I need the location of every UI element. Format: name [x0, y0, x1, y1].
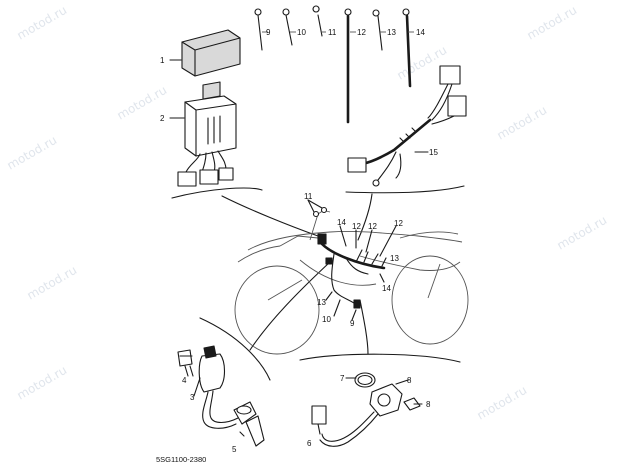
- callout-1: 1: [160, 56, 165, 65]
- watermark-text: motod.ru: [475, 383, 530, 423]
- callout-12-bike: 12: [394, 219, 403, 228]
- ignition-coil-group: [177, 345, 265, 447]
- callout-9-bike: 9: [350, 319, 355, 328]
- watermark-text: motod.ru: [15, 3, 70, 43]
- cdi-bracket: [169, 81, 237, 187]
- callout-10-bike: 10: [322, 315, 331, 324]
- callout-labels: 1 2 9 10 11 12 13 14 15 11 14 12 12 12 1…: [156, 28, 438, 464]
- callout-8: 8: [407, 376, 412, 385]
- callout-5: 5: [232, 445, 237, 454]
- callout-7: 7: [340, 374, 345, 383]
- leader-lines: [221, 193, 373, 355]
- callout-13-bike: 13: [390, 254, 399, 263]
- watermark-text: motod.ru: [555, 213, 610, 253]
- callout-11: 11: [328, 28, 337, 37]
- cdi-unit: [169, 29, 241, 77]
- watermark-text: motod.ru: [5, 133, 60, 173]
- watermark-text: motod.ru: [15, 363, 70, 403]
- watermark-text: motod.ru: [495, 103, 550, 143]
- callout-9: 9: [266, 28, 271, 37]
- callout-6: 6: [307, 439, 312, 448]
- callout-13-bike: 13: [317, 298, 326, 307]
- tie-bands: [254, 5, 414, 124]
- callout-12-bike: 12: [368, 222, 377, 231]
- wire-subharness: [347, 65, 467, 187]
- diagram-code: 5SG1100-2380: [156, 455, 206, 464]
- watermark-layer: motod.ru motod.ru motod.ru motod.ru moto…: [5, 3, 610, 423]
- callout-4: 4: [182, 376, 187, 385]
- motorcycle-outline: [234, 209, 469, 355]
- callout-2: 2: [160, 114, 165, 123]
- callout-11-bike: 11: [304, 192, 313, 201]
- callout-10: 10: [297, 28, 306, 37]
- callout-12: 12: [357, 28, 366, 37]
- callout-12-bike: 12: [352, 222, 361, 231]
- callout-14-bike: 14: [382, 284, 391, 293]
- watermark-text: motod.ru: [25, 263, 80, 303]
- callout-15: 15: [429, 148, 438, 157]
- watermark-text: motod.ru: [525, 3, 580, 43]
- callout-14-bike: 14: [337, 218, 346, 227]
- callout-3: 3: [190, 393, 195, 402]
- sensor-group: [311, 372, 423, 447]
- main-harness: [307, 199, 397, 321]
- callout-8-bolt: 8: [426, 400, 431, 409]
- callout-13: 13: [387, 28, 396, 37]
- callout-14: 14: [416, 28, 425, 37]
- group-brackets: [171, 185, 465, 381]
